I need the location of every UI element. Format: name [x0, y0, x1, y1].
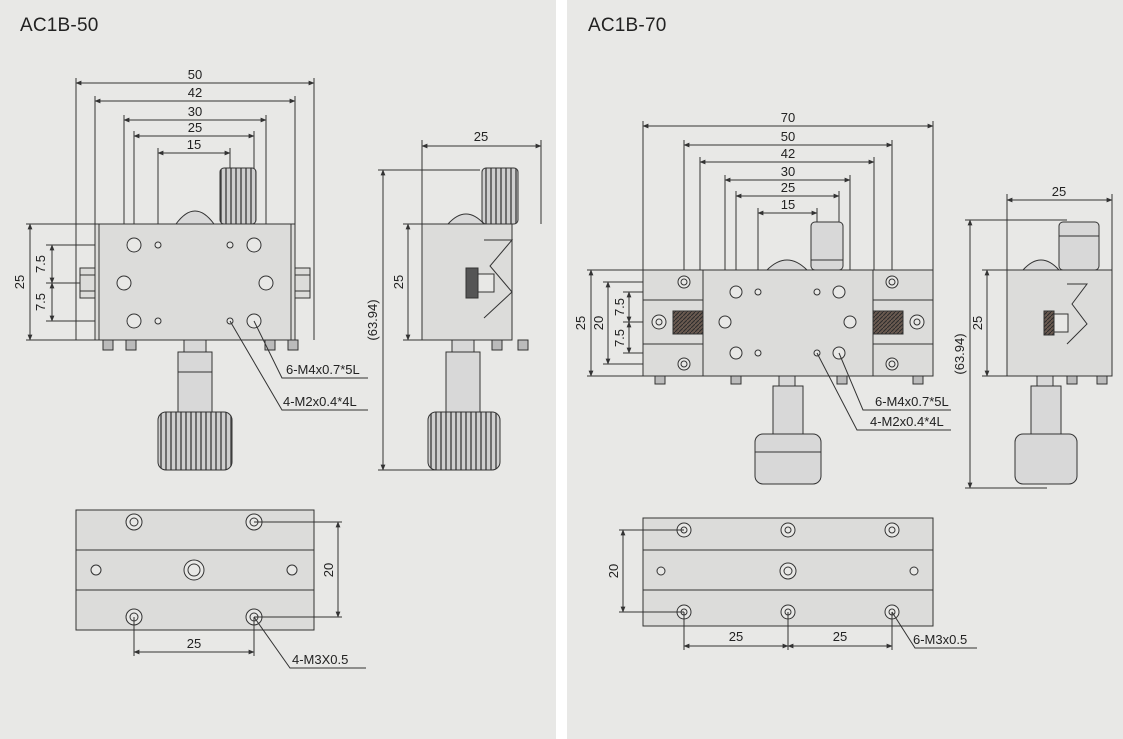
callout-m3: 6-M3x0.5 [913, 632, 967, 647]
dimension-labels: 70 50 42 30 25 15 25 20 7.5 7.5 25 25 (6… [573, 110, 1066, 647]
dim-side-20: 20 [591, 316, 606, 330]
dim-bottom-20: 20 [321, 563, 336, 577]
dim-upper-7-5: 7.5 [612, 298, 627, 316]
dim-lower-7-5: 7.5 [612, 329, 627, 347]
dim-bottom-25: 25 [187, 636, 201, 651]
dim-42: 42 [188, 85, 202, 100]
dim-upper-7-5: 7.5 [33, 255, 48, 273]
dim-50: 50 [188, 67, 202, 82]
ac1b-50-drawing: 50 42 30 25 15 25 7.5 7.5 25 25 (63.94) … [12, 67, 542, 669]
top-view-body [642, 221, 934, 485]
dim-70: 70 [781, 110, 795, 125]
dim-50: 50 [781, 129, 795, 144]
dim-25: 25 [781, 180, 795, 195]
bottom-view [75, 509, 366, 669]
callout-leaders [816, 352, 951, 431]
callout-m2: 4-M2x0.4*4L [283, 394, 357, 409]
callout-m3: 4-M3X0.5 [292, 652, 348, 667]
dim-lower-7-5: 7.5 [33, 293, 48, 311]
dim-30: 30 [781, 164, 795, 179]
side-view [378, 140, 542, 471]
dim-15: 15 [781, 197, 795, 212]
ac1b-70-drawing: 70 50 42 30 25 15 25 20 7.5 7.5 25 25 (6… [573, 110, 1113, 650]
dim-side-view-25: 25 [1052, 184, 1066, 199]
dim-side-view-25: 25 [474, 129, 488, 144]
callout-m4: 6-M4x0.7*5L [286, 362, 360, 377]
bottom-view [619, 517, 977, 650]
panel-ac1b-70: AC1B-70 [567, 0, 1123, 739]
dim-total-height: (63.94) [952, 333, 967, 374]
dim-25: 25 [188, 120, 202, 135]
dim-bottom-20: 20 [606, 564, 621, 578]
side-view [965, 194, 1113, 489]
dim-15: 15 [187, 137, 201, 152]
dim-30: 30 [188, 104, 202, 119]
dim-side-25: 25 [12, 275, 27, 289]
dim-total-height: (63.94) [365, 299, 380, 340]
panel-title: AC1B-50 [20, 15, 99, 36]
panel-title: AC1B-70 [588, 15, 667, 36]
top-view-body [79, 167, 311, 471]
dim-bottom-25-left: 25 [729, 629, 743, 644]
callout-leaders [229, 320, 368, 411]
dim-side-25: 25 [573, 316, 588, 330]
dim-body-height-25: 25 [391, 275, 406, 289]
dim-42: 42 [781, 146, 795, 161]
dim-bottom-25-right: 25 [833, 629, 847, 644]
callout-m2: 4-M2x0.4*4L [870, 414, 944, 429]
dim-body-height-25: 25 [970, 316, 985, 330]
dimension-labels: 50 42 30 25 15 25 7.5 7.5 25 25 (63.94) … [12, 67, 488, 667]
panel-ac1b-50: AC1B-50 [0, 0, 556, 739]
callout-m4: 6-M4x0.7*5L [875, 394, 949, 409]
